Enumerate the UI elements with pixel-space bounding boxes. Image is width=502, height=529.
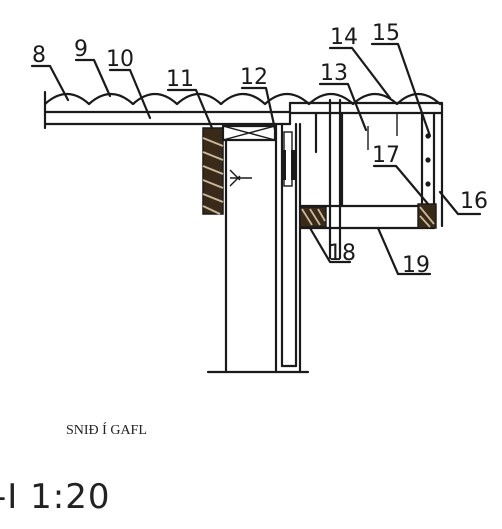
timber-plate	[202, 127, 224, 215]
label-13: 13	[320, 61, 348, 86]
soffit-timber-left	[299, 206, 327, 228]
leader-lines	[30, 42, 482, 276]
label-8: 8	[32, 43, 46, 68]
label-15: 15	[372, 21, 400, 46]
label-12: 12	[240, 65, 268, 90]
label-10: 10	[106, 47, 134, 72]
label-11: 11	[166, 67, 194, 92]
section-caption: SNIÐ Í GAFL	[66, 421, 147, 438]
fixing-dot	[425, 157, 431, 163]
label-18: 18	[328, 241, 356, 266]
scale-label: -I 1:20	[0, 477, 110, 517]
fascia-detail	[282, 131, 295, 187]
label-19: 19	[402, 253, 430, 278]
blocking-cross	[222, 125, 276, 141]
label-14: 14	[330, 25, 358, 50]
fixing-dot	[425, 181, 431, 187]
label-16: 16	[460, 189, 488, 214]
corrugated-roof-sheet	[43, 92, 442, 106]
label-9: 9	[74, 37, 88, 62]
label-17: 17	[372, 143, 400, 168]
soffit-timber-right	[417, 203, 437, 229]
